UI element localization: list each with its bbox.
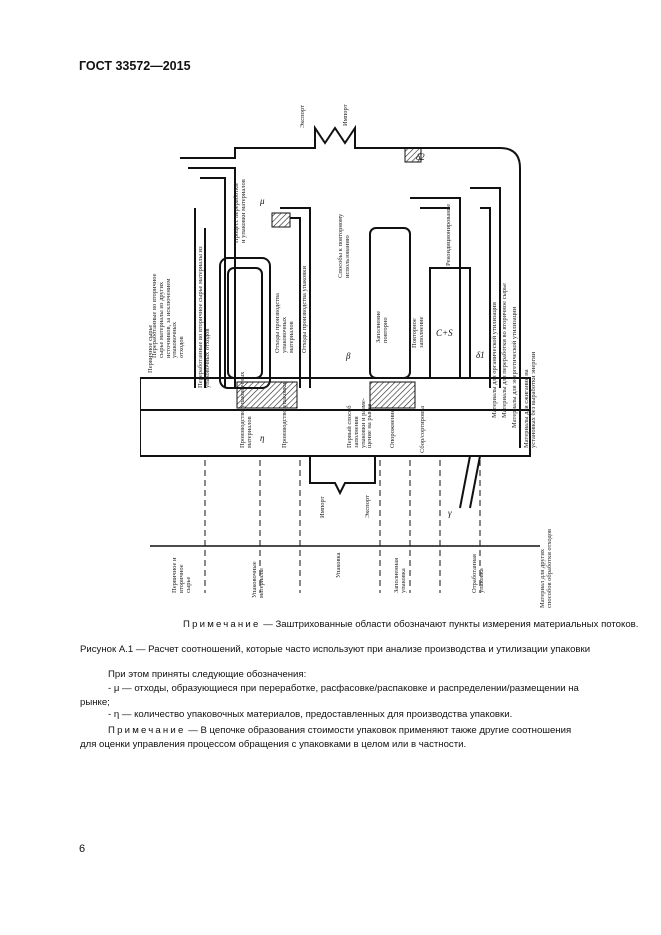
label-refill: Повторное заполнение xyxy=(411,316,425,348)
hatched-area-mu xyxy=(271,212,291,228)
label-reconditioning: Рекондиционирование xyxy=(445,203,452,266)
label-pkg-waste: Отработанная упаковка xyxy=(471,554,485,593)
label-organic: Материалы для органической утилизации xyxy=(491,302,498,418)
label-recycled-packaging: Переработанные во вторичное сырье матери… xyxy=(197,246,211,388)
symbol-delta1: δ1 xyxy=(476,350,485,360)
label-stage-raw: Первичное и вторичное сырье xyxy=(171,557,192,593)
label-import-top: Импорт xyxy=(342,104,349,126)
note-1-prefix: Примечание xyxy=(183,619,261,630)
flow-diagram: Экспорт Импорт Первичное сырье Переработ… xyxy=(140,88,560,618)
diagram-lines xyxy=(140,124,540,593)
label-energy: Материалы для энергетической утилизации xyxy=(511,306,518,428)
label-production-waste: Отходы производства упаковочных материал… xyxy=(274,293,295,353)
note-1-text: — Заштрихованные области обозначают пунк… xyxy=(260,619,639,630)
label-reuse-method: Способы к повторному использованию xyxy=(337,213,351,278)
label-export-mid: Экспорт xyxy=(364,495,371,518)
label-stage-packaging: Упаковка xyxy=(335,552,342,579)
label-import-mid: Импорт xyxy=(319,496,326,518)
symbol-mu: μ xyxy=(260,196,265,206)
body-intro: При этом приняты следующие обозначения: xyxy=(108,669,307,680)
symbol-eta: η xyxy=(260,433,265,443)
symbol-gamma: γ xyxy=(448,508,452,518)
symbol-c-s: C+S xyxy=(436,328,453,338)
page-number: 6 xyxy=(79,843,86,855)
label-emptying: Опорожнение xyxy=(389,409,396,448)
label-stage-materials: Упаковочные материалы xyxy=(251,561,265,598)
note-2-text: — В цепочке образования стоимости упаков… xyxy=(80,725,572,750)
body-eta-definition: - η — количество упаковочных материалов,… xyxy=(108,709,513,720)
label-collection: Сбор/сортировка xyxy=(419,405,426,453)
document-code: ГОСТ 33572—2015 xyxy=(79,59,191,73)
hatched-area-materials xyxy=(236,381,298,409)
label-recycled-other: Переработанные во вторичное сырье матери… xyxy=(151,273,186,358)
body-mu-definition: - μ — отходы, образующиеся при переработ… xyxy=(80,683,579,708)
label-landfill: Материал для других способов обработки о… xyxy=(539,528,553,608)
label-incineration: Материалы для сжигания на установках без… xyxy=(523,351,537,448)
hatched-area-delta xyxy=(404,147,422,163)
label-pkg-production: Производство упаковки xyxy=(281,382,288,448)
note-2-prefix: Примечание xyxy=(108,725,186,736)
label-filling-repeat: Заполнение повторно xyxy=(375,310,389,343)
note-2: Примечание — В цепочке образования стоим… xyxy=(80,724,588,752)
label-first-method: Первый способ заполнения упаковки и разм… xyxy=(346,398,374,448)
label-packaging-production-waste: Отходы производства упаковки xyxy=(301,266,308,353)
label-export-top: Экспорт xyxy=(299,105,306,128)
label-material-recycling: Материалы для переработки во вторичное с… xyxy=(501,283,508,418)
note-1: Примечание — Заштрихованные области обоз… xyxy=(183,618,638,632)
label-stage-filled: Заполненная упаковка xyxy=(393,557,407,593)
label-pkg-material-production: Производство упаковочных материалов xyxy=(239,371,253,448)
figure-caption: Рисунок А.1 — Расчет соотношений, которы… xyxy=(80,644,591,655)
main-flow-band xyxy=(140,377,531,457)
symbol-delta2: δ2 xyxy=(416,152,425,162)
hatched-area-filling xyxy=(369,381,416,409)
label-processing-waste: Процесс переработки и упаковки материало… xyxy=(233,179,247,243)
symbol-beta: β xyxy=(346,351,351,361)
